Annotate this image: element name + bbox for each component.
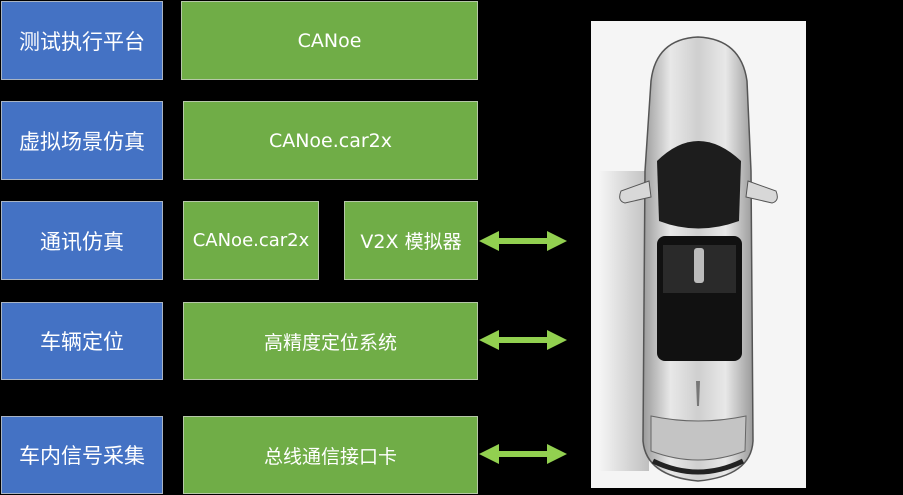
item-label: CANoe.car2x xyxy=(268,129,393,152)
car-top-view-icon xyxy=(599,36,778,482)
category-label: 车内信号采集 xyxy=(19,444,145,468)
category-box-test-platform: 测试执行平台 xyxy=(1,1,163,80)
item-label: CANoe xyxy=(297,29,362,52)
car-image xyxy=(591,21,806,488)
category-label: 车辆定位 xyxy=(40,330,124,354)
category-box-virtual-scene: 虚拟场景仿真 xyxy=(1,101,163,180)
item-label: V2X 模拟器 xyxy=(360,231,462,253)
category-box-vehicle-positioning: 车辆定位 xyxy=(1,302,163,380)
item-box-canoe-car2x-comm: CANoe.car2x xyxy=(183,201,319,280)
category-box-signal-acquisition: 车内信号采集 xyxy=(1,416,163,494)
item-box-canoe-car2x: CANoe.car2x xyxy=(183,101,478,180)
item-box-canoe: CANoe xyxy=(181,1,478,80)
item-label: 高精度定位系统 xyxy=(263,331,397,354)
bidirectional-arrow-icon xyxy=(479,444,567,464)
category-label: 通讯仿真 xyxy=(40,229,124,254)
bidirectional-arrow-icon xyxy=(479,330,567,350)
item-box-hd-positioning: 高精度定位系统 xyxy=(183,302,478,380)
category-box-comm-sim: 通讯仿真 xyxy=(1,201,163,280)
bidirectional-arrow-icon xyxy=(479,231,567,251)
item-label: 总线通信接口卡 xyxy=(263,445,397,468)
item-box-bus-interface-card: 总线通信接口卡 xyxy=(183,416,478,494)
item-label: CANoe.car2x xyxy=(192,230,310,251)
item-box-v2x-simulator: V2X 模拟器 xyxy=(344,201,478,280)
category-label: 虚拟场景仿真 xyxy=(19,129,145,154)
category-label: 测试执行平台 xyxy=(19,29,145,54)
